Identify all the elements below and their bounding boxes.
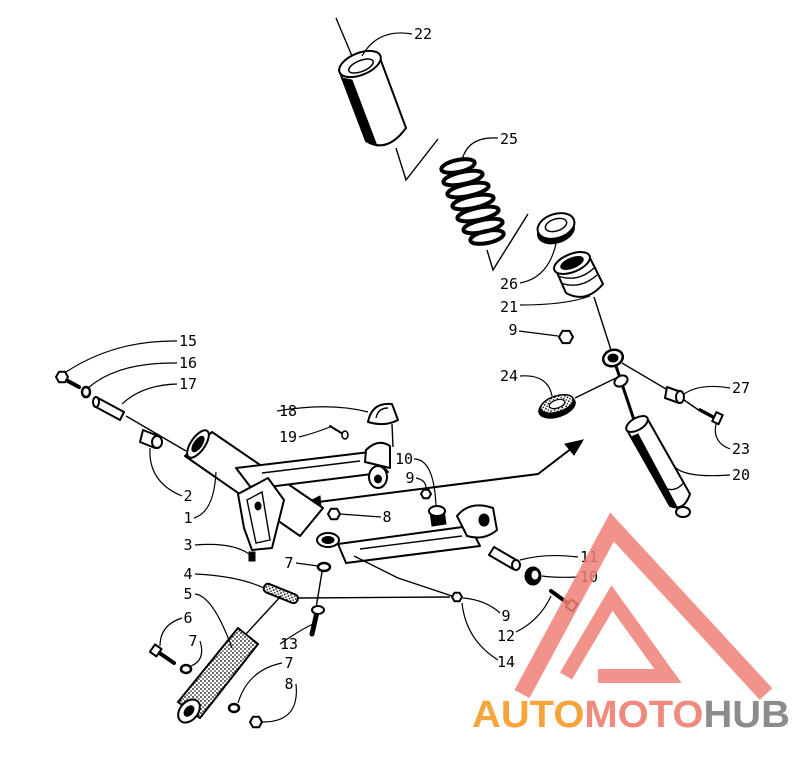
cotter-pin xyxy=(329,425,349,440)
logo-triangle-mark xyxy=(514,512,773,700)
bracket-clip xyxy=(367,402,399,448)
callout-8: 8 xyxy=(284,675,293,693)
callout-15: 15 xyxy=(179,332,197,350)
callout-20: 20 xyxy=(732,466,750,484)
upper-a-arm xyxy=(235,441,391,490)
callout-26: 26 xyxy=(500,275,518,293)
nut xyxy=(558,329,574,345)
callout-27: 27 xyxy=(732,379,750,397)
adjuster-collar xyxy=(553,251,604,298)
shock-axis-line xyxy=(593,296,612,351)
callout-7: 7 xyxy=(284,654,293,672)
callout-10: 10 xyxy=(395,450,413,468)
callout-labels: 22 25 26 21 9 24 27 23 20 15 16 17 18 19… xyxy=(179,25,750,693)
assembly-line xyxy=(395,138,439,182)
callout-14: 14 xyxy=(497,653,515,671)
assembly-line xyxy=(486,213,529,272)
grommet xyxy=(538,394,576,419)
callout-2: 2 xyxy=(183,487,192,505)
callout-22: 22 xyxy=(414,25,432,43)
callout-9: 9 xyxy=(501,607,510,625)
logo-hub: HUB xyxy=(703,694,790,736)
callout-6: 6 xyxy=(183,609,192,627)
washer xyxy=(227,702,241,714)
upper-spring-seat xyxy=(335,17,407,148)
bolt xyxy=(148,643,176,665)
assembly-line xyxy=(621,362,667,390)
spindle-frame-assembly xyxy=(55,370,579,729)
bolt xyxy=(309,605,325,637)
callout-21: 21 xyxy=(500,298,518,316)
callout-3: 3 xyxy=(183,536,192,554)
coil-spring xyxy=(439,157,506,246)
steering-arm xyxy=(176,595,282,724)
shock-bolt xyxy=(698,408,724,426)
leader-lines xyxy=(65,32,731,723)
nut xyxy=(420,488,432,500)
callout-8: 8 xyxy=(382,508,391,526)
callout-7: 7 xyxy=(284,554,293,572)
logo-auto: AUTO xyxy=(472,694,584,736)
callout-4: 4 xyxy=(183,565,192,583)
assembly-line xyxy=(125,415,187,452)
callout-9: 9 xyxy=(508,321,517,339)
assembly-line xyxy=(297,596,451,599)
sleeve xyxy=(488,546,521,571)
tie-rod-bolt xyxy=(262,582,299,605)
assembly-line xyxy=(574,377,617,399)
nut xyxy=(249,715,263,729)
logo-moto: MOTO xyxy=(584,694,703,736)
callout-16: 16 xyxy=(179,354,197,372)
assembly-line xyxy=(683,399,701,412)
assembly-line xyxy=(315,571,323,609)
shock-bushing xyxy=(664,386,685,404)
bolt xyxy=(55,370,81,389)
assembly-line xyxy=(353,555,453,597)
callout-5: 5 xyxy=(183,585,192,603)
shock-upper-eye xyxy=(601,348,625,368)
callout-1: 1 xyxy=(183,509,192,527)
sleeve xyxy=(92,396,125,421)
callout-18: 18 xyxy=(279,402,297,420)
callout-9: 9 xyxy=(405,469,414,487)
nut xyxy=(327,507,341,521)
callout-12: 12 xyxy=(497,627,515,645)
callout-23: 23 xyxy=(732,440,750,458)
shock-absorber-body xyxy=(613,364,691,518)
bushing xyxy=(524,566,542,586)
logo-inner-mark xyxy=(559,585,682,683)
callout-25: 25 xyxy=(500,130,518,148)
bushing xyxy=(139,429,163,449)
stud xyxy=(248,551,256,562)
spring-washer xyxy=(536,212,576,245)
washer xyxy=(179,663,193,675)
lower-a-arm xyxy=(337,504,498,564)
callout-17: 17 xyxy=(179,375,197,393)
washer xyxy=(316,561,332,573)
callout-7: 7 xyxy=(188,632,197,650)
lower-socket xyxy=(316,532,340,548)
washer xyxy=(80,385,92,399)
nut xyxy=(451,591,463,603)
callout-24: 24 xyxy=(500,367,518,385)
shock-absorber-assembly xyxy=(335,17,724,518)
callout-13: 13 xyxy=(280,635,298,653)
steering-knuckle xyxy=(237,477,285,551)
bushing xyxy=(428,505,447,527)
callout-19: 19 xyxy=(279,428,297,446)
